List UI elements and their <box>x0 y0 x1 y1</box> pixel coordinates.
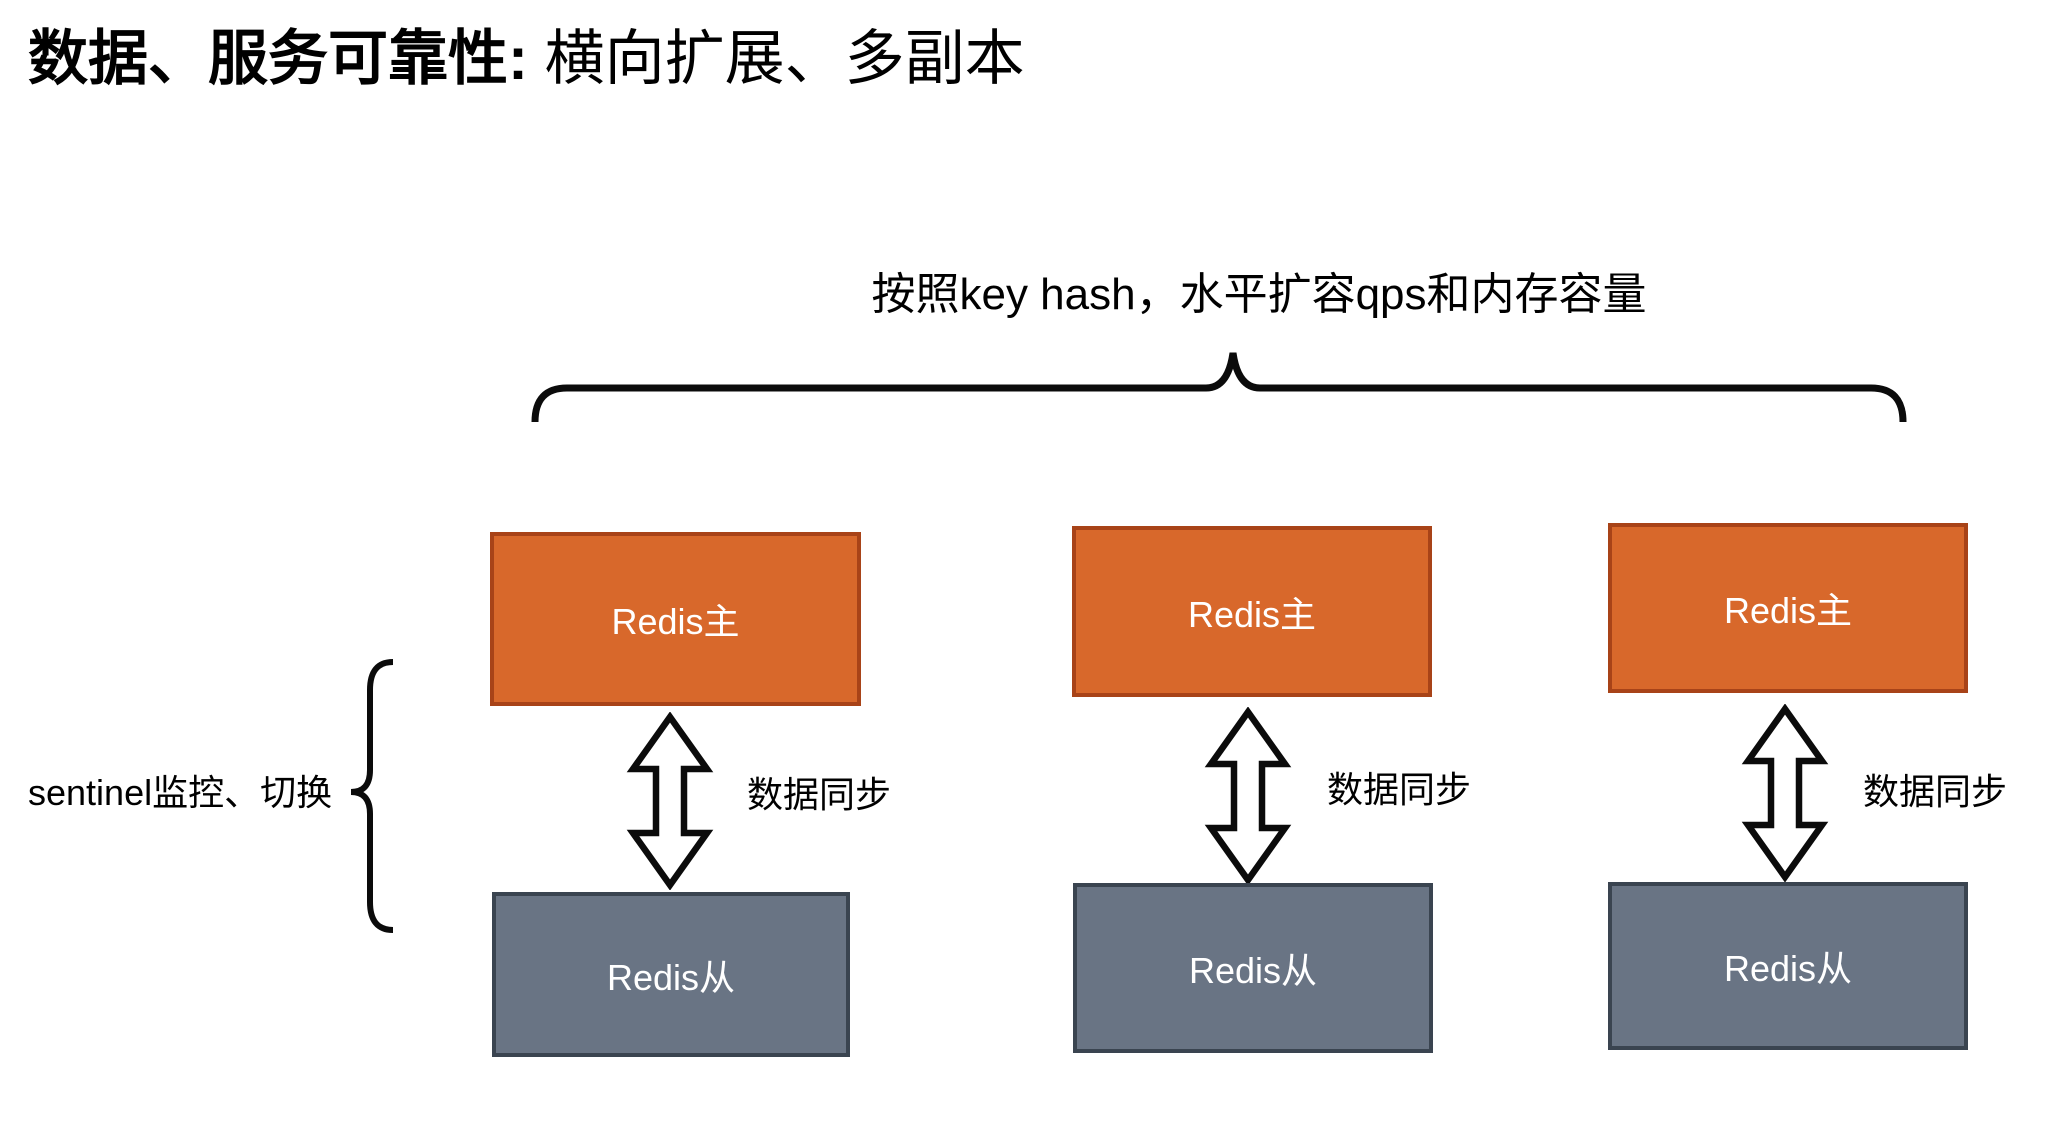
page-title: 数据、服务可靠性: 横向扩展、多副本 <box>28 24 1025 93</box>
redis-master-label: Redis主 <box>1723 590 1853 631</box>
sync-label: 数据同步 <box>746 774 892 815</box>
sync-double-arrow-icon <box>626 712 714 890</box>
sync-label: 数据同步 <box>1862 771 2008 812</box>
redis-slave-label: Redis从 <box>1723 948 1853 989</box>
redis-slave-label: Redis从 <box>1188 950 1318 991</box>
redis-master-label: Redis主 <box>1187 593 1317 635</box>
redis-master-box: Redis主 <box>1072 526 1432 697</box>
top-brace-icon <box>531 352 1907 423</box>
sync-double-arrow-icon <box>1204 707 1292 885</box>
redis-slave-box: Redis从 <box>1073 883 1433 1053</box>
page-title-rest: 横向扩展、多副本 <box>527 25 1025 92</box>
sync-label: 数据同步 <box>1326 769 1472 810</box>
redis-master-box: Redis主 <box>490 532 861 706</box>
page-title-emphasis: 数据、服务可靠性: <box>28 25 528 92</box>
redis-slave-label: Redis从 <box>606 956 736 998</box>
sentinel-note: sentinel监控、切换 <box>28 772 333 813</box>
sync-double-arrow-icon <box>1741 704 1829 882</box>
redis-master-label: Redis主 <box>611 601 740 642</box>
sentinel-brace-icon <box>350 659 394 933</box>
redis-slave-box: Redis从 <box>1608 882 1968 1050</box>
shard-note: 按照key hash，水平扩容qps和内存容量 <box>871 270 1647 319</box>
redis-slave-box: Redis从 <box>492 892 850 1057</box>
redis-master-box: Redis主 <box>1608 523 1968 693</box>
